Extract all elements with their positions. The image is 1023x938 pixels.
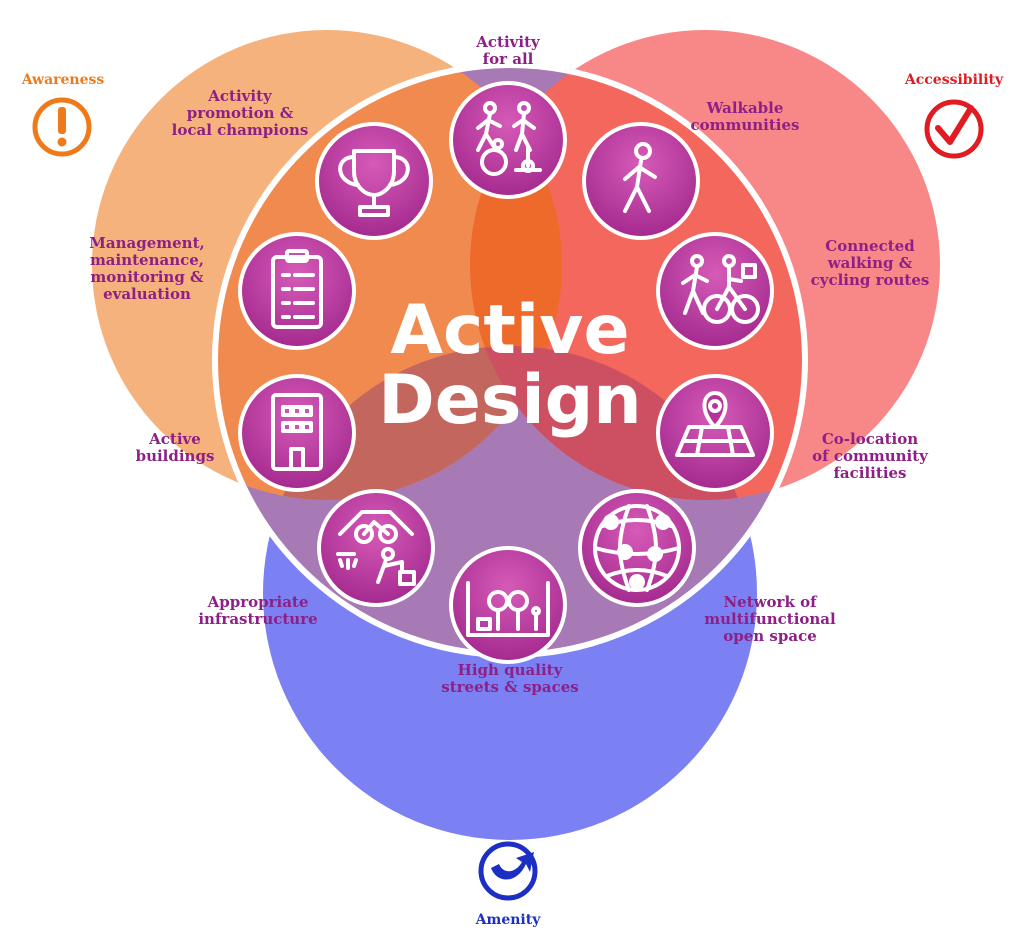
exclamation-icon [32,97,92,157]
network-globe-icon [578,489,696,607]
people-activity-icon [449,81,567,199]
label-connected-routes: Connected walking & cycling routes [810,237,930,289]
label-walkable-communities: Walkable communities [690,99,800,134]
label-infrastructure: Appropriate infrastructure [198,593,318,628]
trophy-icon [315,122,433,240]
label-open-space: Network of multifunctional open space [704,593,836,645]
clipboard-icon [238,232,356,350]
amenity-label: Amenity [475,912,541,928]
title-line-1: Active [390,291,630,370]
principle-icons [238,81,774,664]
building-icon [238,374,356,492]
walk-cycle-icon [656,232,774,350]
label-streets-spaces: High quality streets & spaces [441,661,579,696]
accessibility-label: Accessibility [904,72,1004,88]
swoosh-icon [478,841,538,901]
awareness-label: Awareness [21,72,105,88]
map-pin-icon [656,374,774,492]
label-management: Management, maintenance, monitoring & ev… [89,234,205,303]
label-activity-for-all: Activity for all [476,33,540,68]
shower-bike-icon [317,489,435,607]
title-line-2: Design [378,361,642,440]
walking-person-icon [582,122,700,240]
street-trees-icon [449,546,567,664]
checkmark-icon [924,99,984,159]
label-active-buildings: Active buildings [135,430,215,465]
label-activity-promotion: Activity promotion & local champions [171,87,309,139]
label-co-location: Co-location of community facilities [812,430,928,482]
